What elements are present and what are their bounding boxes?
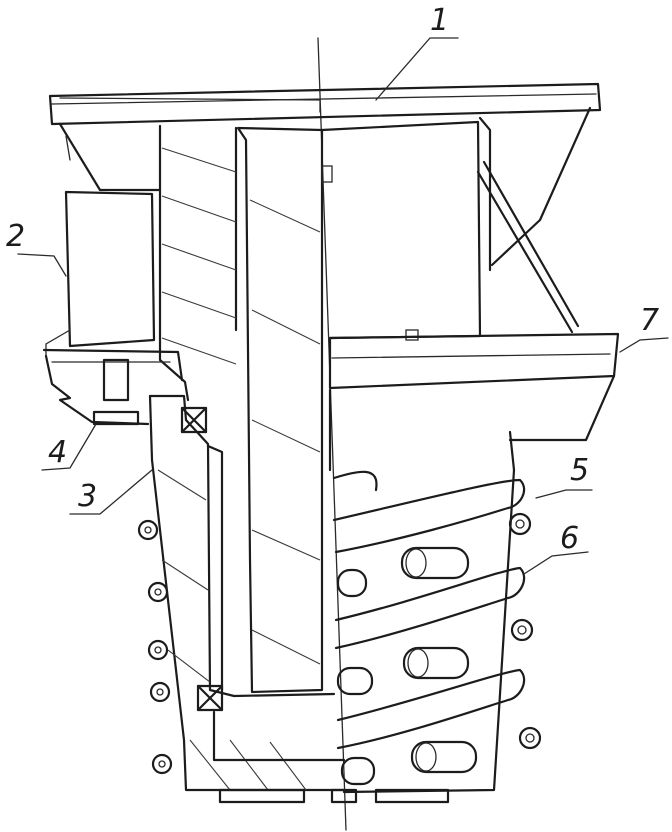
left-rollers [137,519,173,775]
hopper-box [320,120,482,341]
right-rollers [508,512,542,750]
callout-6: 6 [560,521,579,556]
shelf-rim [328,332,620,472]
callout-4: 4 [48,435,67,470]
support-bracket [42,348,184,426]
top-plate [48,82,602,126]
callout-2: 2 [6,219,25,254]
motor-box [45,190,156,357]
callout-1: 1 [430,3,449,38]
callout-7: 7 [640,303,659,338]
right-funnel [476,106,592,334]
helical-rings [332,468,526,794]
bearing-upper [180,406,208,434]
bearing-lower [196,684,224,712]
ring-cylinders [336,546,478,786]
outer-wall [148,394,346,792]
inner-wall [158,124,238,402]
left-funnel [58,122,162,192]
leader-lines [17,37,669,575]
base-feet [218,788,450,804]
callout-5: 5 [570,453,589,488]
callout-3: 3 [78,479,97,514]
central-column [236,126,324,694]
